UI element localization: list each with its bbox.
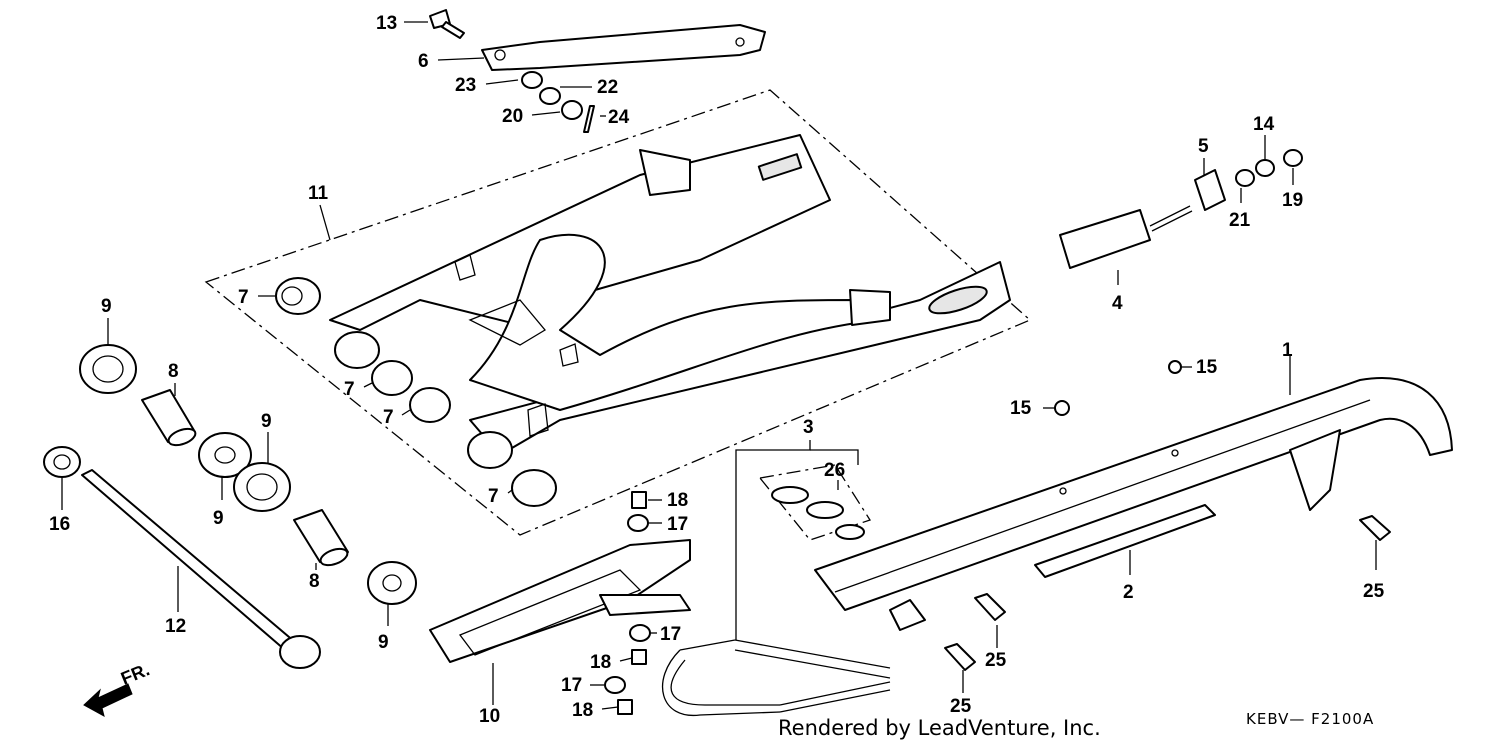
bolt-part[interactable] <box>617 491 647 715</box>
chain-case-part[interactable] <box>814 377 1453 631</box>
callout-9[interactable]: 9 <box>213 508 224 529</box>
callout-15[interactable]: 15 <box>1010 398 1032 419</box>
callout-5[interactable]: 5 <box>1198 136 1209 157</box>
chain-adjuster-part[interactable] <box>1059 205 1193 269</box>
callout-6[interactable]: 6 <box>418 51 429 72</box>
credit-text: Rendered by LeadVenture, Inc. <box>778 716 1101 740</box>
callout-25[interactable]: 25 <box>985 650 1007 671</box>
callout-21[interactable]: 21 <box>1229 210 1251 231</box>
callout-25[interactable]: 25 <box>950 696 972 717</box>
callout-10[interactable]: 10 <box>479 706 500 727</box>
callout-17[interactable]: 17 <box>667 514 688 535</box>
front-arrow-icon: FR. <box>83 659 152 717</box>
nut-part[interactable] <box>1255 159 1275 177</box>
callout-19[interactable]: 19 <box>1282 190 1303 211</box>
nut-part[interactable] <box>1054 400 1070 416</box>
callout-16[interactable]: 16 <box>49 514 70 535</box>
callout-26[interactable]: 26 <box>824 460 845 481</box>
callout-25[interactable]: 25 <box>1363 581 1385 602</box>
cotter-pin-part[interactable] <box>583 105 595 133</box>
nut-part[interactable] <box>561 100 583 120</box>
master-link-part[interactable] <box>758 464 871 541</box>
callout-9[interactable]: 9 <box>378 632 389 653</box>
pivot-nut-part[interactable] <box>43 446 81 478</box>
diagram-code: KEBV— F2100A <box>1246 710 1375 728</box>
drive-chain-part[interactable] <box>661 639 891 716</box>
callout-17[interactable]: 17 <box>660 624 681 645</box>
callout-18[interactable]: 18 <box>590 652 611 673</box>
callout-18[interactable]: 18 <box>572 700 593 721</box>
callout-11[interactable]: 11 <box>308 183 329 204</box>
bolt-part[interactable] <box>944 515 1391 671</box>
oil-seal-part[interactable] <box>79 344 417 605</box>
bushing-part[interactable] <box>275 277 557 507</box>
washer-part[interactable] <box>604 514 651 694</box>
washer-part[interactable] <box>1235 169 1255 187</box>
callout-23[interactable]: 23 <box>455 75 476 96</box>
callout-20[interactable]: 20 <box>502 106 523 127</box>
cap-part[interactable] <box>1283 149 1303 167</box>
chain-case-plate-part[interactable] <box>1034 504 1216 578</box>
nut-part[interactable] <box>1168 360 1182 374</box>
callout-13[interactable]: 13 <box>376 13 397 34</box>
callout-7[interactable]: 7 <box>238 287 249 308</box>
washer-part[interactable] <box>539 87 561 105</box>
adjuster-plate-part[interactable] <box>1194 169 1226 211</box>
chain-slider-part[interactable] <box>429 539 691 663</box>
callout-labels: 1 2 3 4 5 6 7 7 7 7 8 8 9 9 9 9 10 11 12… <box>49 13 1385 727</box>
callout-22[interactable]: 22 <box>597 77 618 98</box>
callout-8[interactable]: 8 <box>309 571 320 592</box>
bolt-part[interactable] <box>429 9 465 39</box>
callout-12[interactable]: 12 <box>165 616 186 637</box>
callout-3[interactable]: 3 <box>803 417 814 438</box>
callout-7[interactable]: 7 <box>344 379 355 400</box>
swingarm-part[interactable] <box>329 134 1011 456</box>
callout-18[interactable]: 18 <box>667 490 688 511</box>
callout-4[interactable]: 4 <box>1112 293 1123 314</box>
callout-7[interactable]: 7 <box>488 486 499 507</box>
callout-2[interactable]: 2 <box>1123 582 1134 603</box>
callout-7[interactable]: 7 <box>383 407 394 428</box>
pivot-bolt-part[interactable] <box>81 469 321 669</box>
front-marker-label: FR. <box>118 659 152 688</box>
callout-14[interactable]: 14 <box>1253 114 1275 135</box>
swingarm-assembly-box <box>204 89 1032 536</box>
callout-8[interactable]: 8 <box>168 361 179 382</box>
washer-part[interactable] <box>521 71 543 89</box>
callout-15[interactable]: 15 <box>1196 357 1218 378</box>
collar-part[interactable] <box>141 389 350 568</box>
leader-lines <box>61 21 1377 710</box>
stay-part[interactable] <box>481 24 766 71</box>
callout-1[interactable]: 1 <box>1282 340 1293 361</box>
callout-17[interactable]: 17 <box>561 675 582 696</box>
callout-9[interactable]: 9 <box>101 296 112 317</box>
callout-24[interactable]: 24 <box>608 107 630 128</box>
callout-9[interactable]: 9 <box>261 411 272 432</box>
